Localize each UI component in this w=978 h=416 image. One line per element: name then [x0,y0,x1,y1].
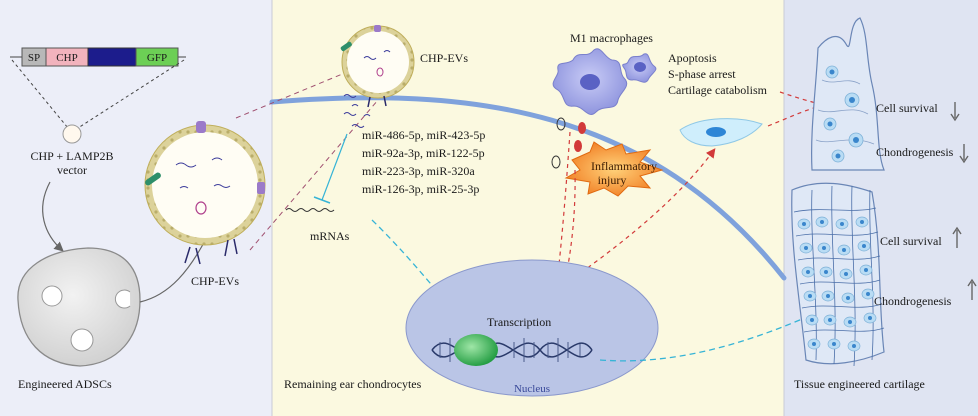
engineered-adsc-cell [17,247,141,367]
inflammatory-label-line1: Inflammatory [591,159,657,173]
engineered-cartilage-tissue [791,182,885,367]
left-ev-label: CHP-EVs [191,274,239,288]
mrna-squiggles [285,208,335,212]
bottom-chondrogenesis-up-arrow [967,278,977,300]
effect-apoptosis: Apoptosis [668,51,717,65]
inflammatory-label-line2: injury [598,173,627,187]
plasmid-circle [62,124,82,144]
mirna-line-1: miR-486-5p, miR-423-5p [362,128,485,142]
inflammatory-injury-burst [564,141,664,197]
vector-caption-line2: vector [57,163,87,177]
mirna-line-2: miR-92a-3p, miR-122-5p [362,146,485,160]
vector-segment-dark [87,47,137,67]
bottom-chondrogenesis-label: Chondrogenesis [874,294,952,308]
nucleus-label: Nucleus [514,383,550,395]
projection-line-top [235,69,353,119]
macrophage-label: M1 macrophages [570,31,653,45]
mirna-line-4: miR-126-3p, miR-25-3p [362,182,479,196]
top-cell-survival-down-arrow [950,102,960,122]
arrow-adsc-to-ev [139,232,210,303]
inhibition-arrow [313,133,348,204]
top-chondrogenesis-down-arrow [959,144,969,164]
mirna-squiggles [343,94,371,128]
top-cell-survival-label: Cell survival [876,101,938,115]
inflammatory-molecules [551,117,586,169]
arrow-vector-to-adsc [42,181,64,252]
cyan-path-nucleus-to-cartilage [599,300,843,362]
vector-label-sp: SP [28,52,40,64]
vector-construct: SP CHP GFP [10,47,186,129]
vector-caption-line1: CHP + LAMP2B [30,149,113,163]
top-ev-label: CHP-EVs [420,51,468,65]
dna-helix [431,334,593,366]
left-ev-vesicle [144,121,266,265]
m1-macrophage-small [622,53,657,83]
middle-panel-title: Remaining ear chondrocytes [284,377,422,391]
vector-label-chp: CHP [56,52,77,64]
mirna-line-3: miR-223-3p, miR-320a [362,164,475,178]
vector-segment-gfp [135,47,179,67]
m1-macrophage-large [552,48,628,115]
effect-catabolism: Cartilage catabolism [668,83,768,97]
red-path-to-nucleus-1 [552,131,571,295]
vector-label-gfp: GFP [147,52,167,64]
bottom-cell-survival-label: Cell survival [880,234,942,248]
damaged-cartilage-tissue [811,17,885,171]
effect-s-phase: S-phase arrest [668,67,736,81]
transcription-label: Transcription [487,315,551,329]
top-ev-vesicle [340,25,415,108]
mrna-label: mRNAs [310,229,350,243]
red-path-effects-to-cartilage [779,91,821,105]
top-chondrogenesis-label: Chondrogenesis [876,145,954,159]
chondrocyte-cell [679,118,763,147]
left-panel-title: Engineered ADSCs [18,377,112,391]
bottom-cell-survival-up-arrow [952,226,962,248]
right-panel-title: Tissue engineered cartilage [794,377,925,391]
